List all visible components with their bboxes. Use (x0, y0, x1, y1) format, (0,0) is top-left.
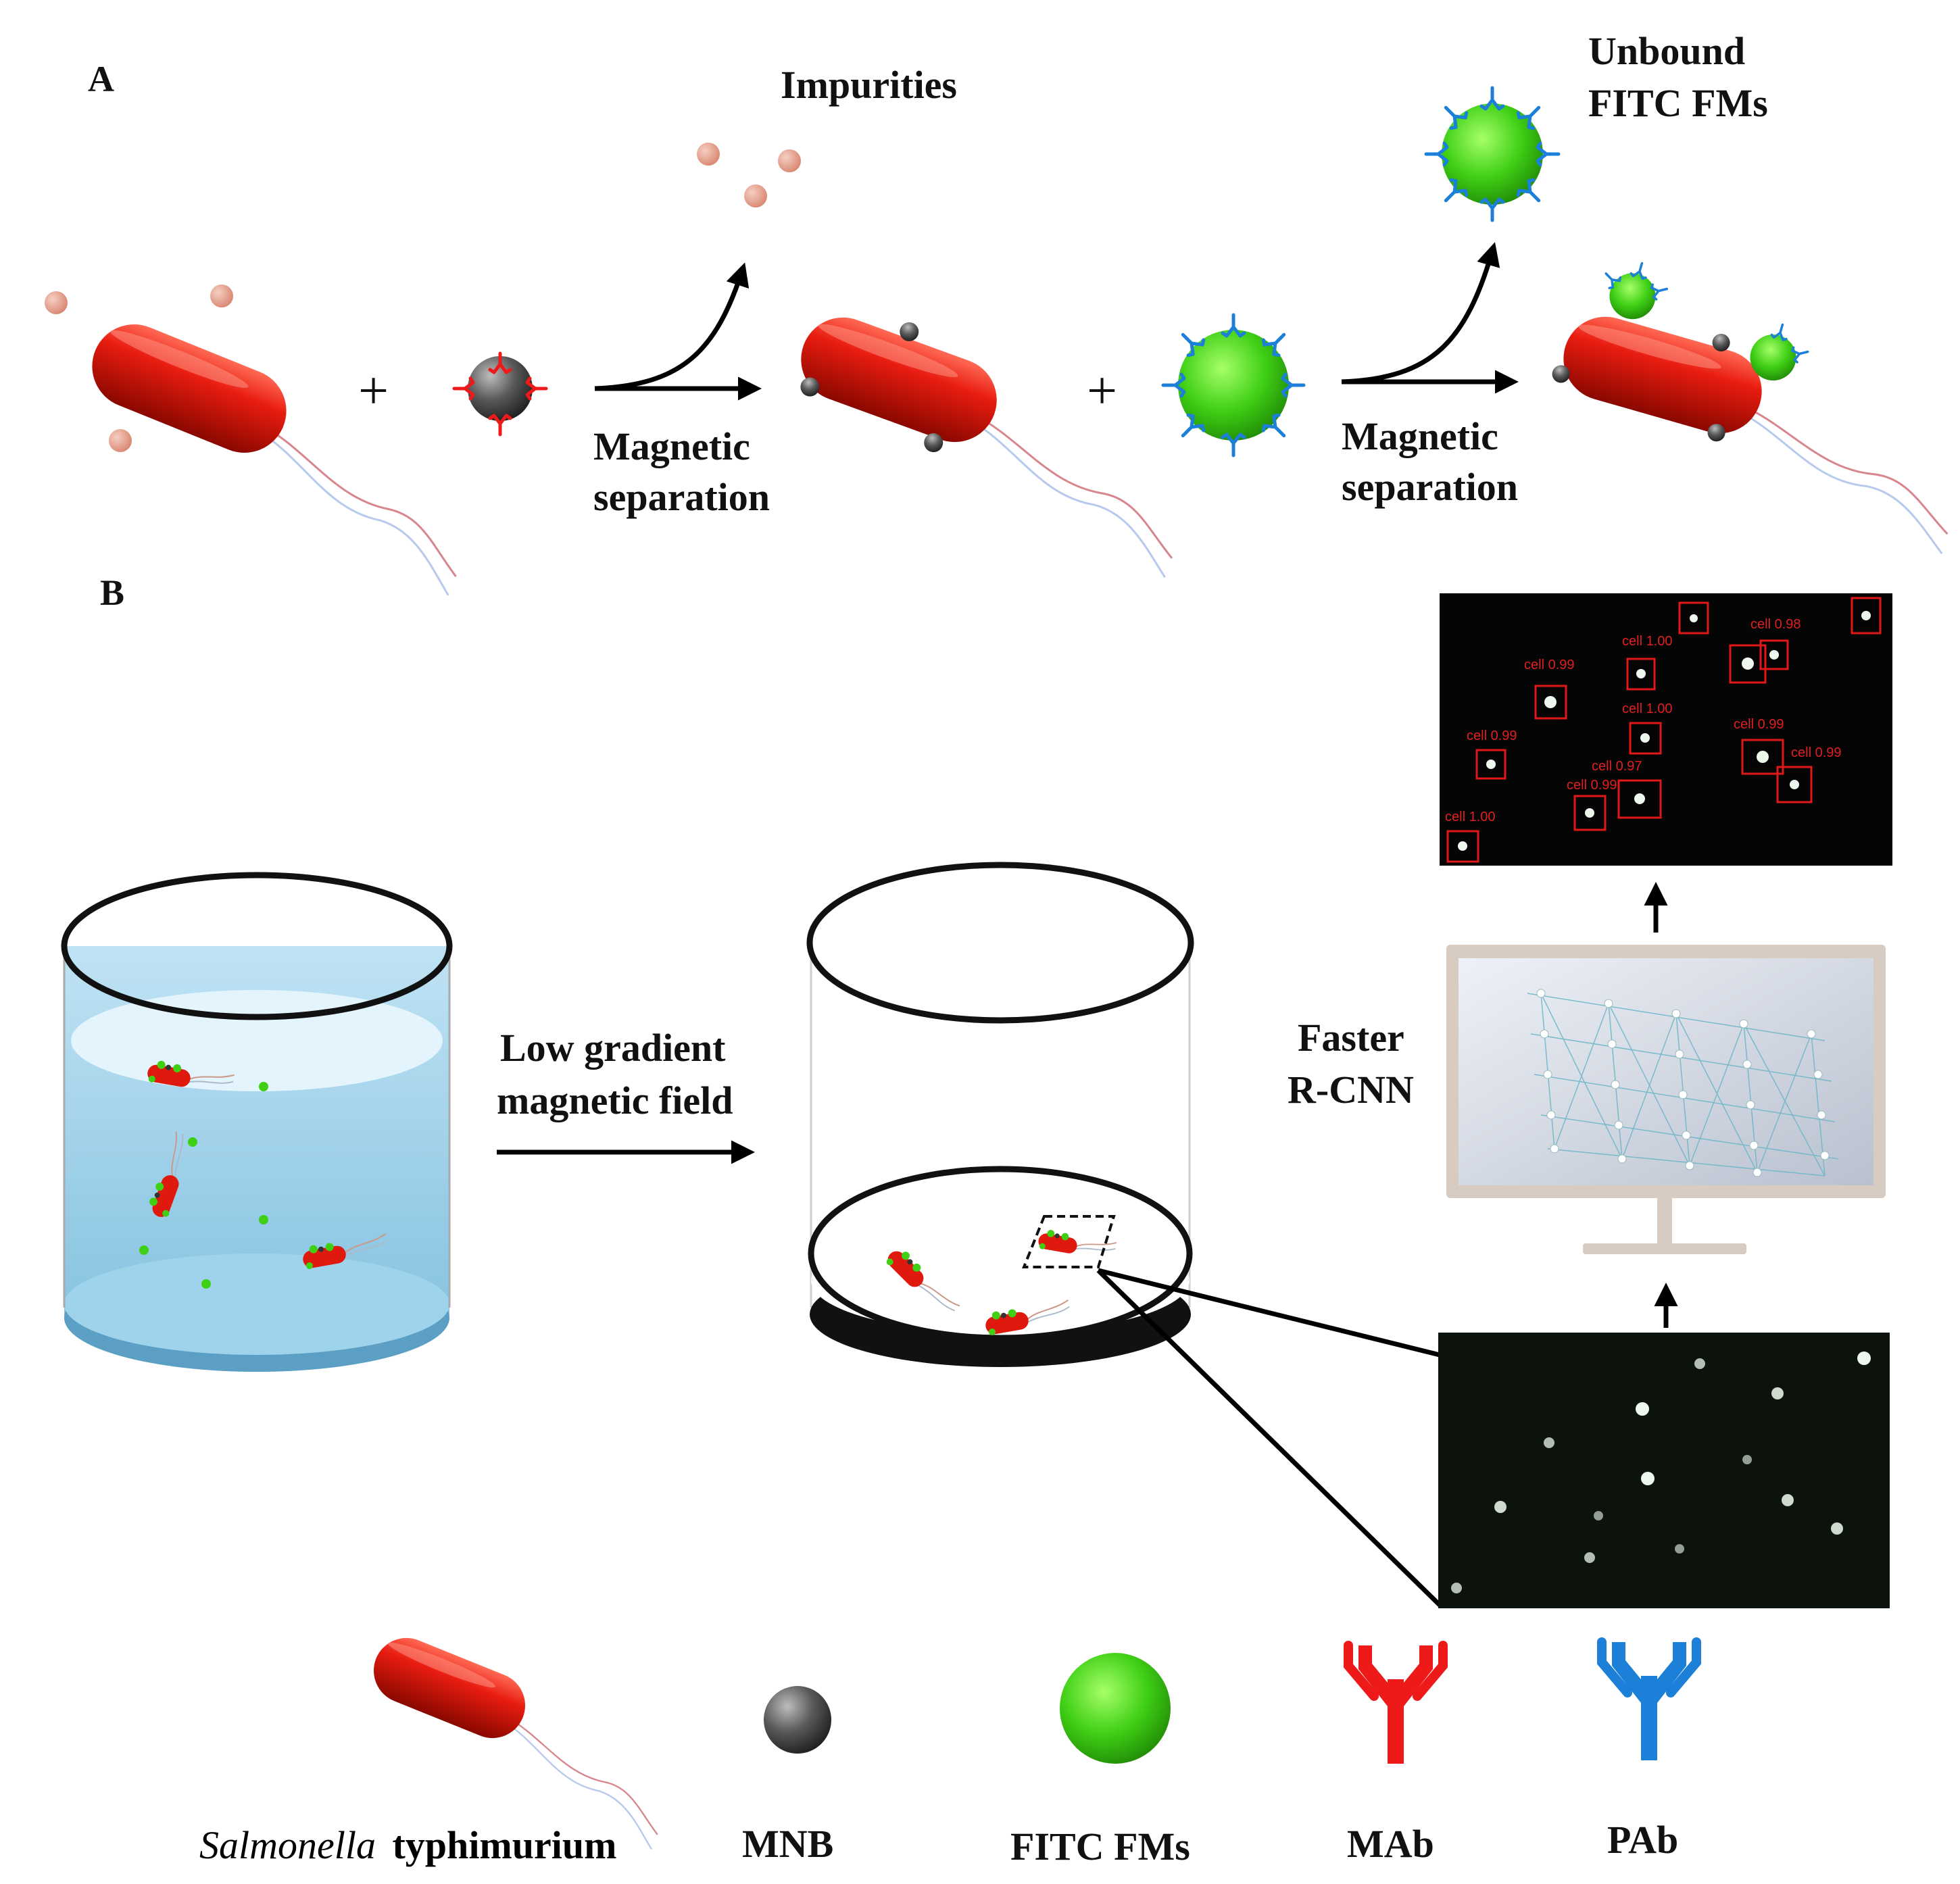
detection-label-8: cell 0.99 (1791, 745, 1842, 760)
detection-result-image: cell 0.99 cell 1.00 cell 0.98 cell 0.99 … (1440, 593, 1892, 866)
detection-boxes (1446, 597, 1882, 863)
impurity-particles-removed (697, 143, 801, 207)
detection-label-1: cell 0.99 (1524, 658, 1575, 672)
panel-b-label: B (100, 572, 124, 613)
cnn-label-line2: R-CNN (1288, 1068, 1414, 1112)
fitc-fm-with-pab (1163, 315, 1304, 455)
cnn-label-line1: Faster (1298, 1016, 1404, 1060)
separation-label-2-line1: Magnetic (1342, 414, 1498, 458)
detection-label-6: cell 0.99 (1734, 717, 1784, 732)
detection-label-10: cell 1.00 (1445, 810, 1496, 824)
computer-monitor (1446, 945, 1886, 1254)
zoom-lines (1096, 1268, 1442, 1607)
separation-label-1-line2: separation (593, 475, 770, 519)
fluorescence-image (1438, 1333, 1890, 1608)
legend-mab-label: MAb (1347, 1822, 1434, 1866)
legend-pab-label: PAb (1607, 1818, 1678, 1862)
impurities-label: Impurities (781, 63, 957, 107)
separation-label-2-line2: separation (1342, 465, 1518, 509)
detection-label-7: cell 0.97 (1592, 759, 1642, 774)
legend-salmonella-rest: typhimurium (392, 1823, 616, 1867)
separation-label-1-line1: Magnetic (593, 424, 750, 468)
bacterium-mnb-complex (770, 304, 1213, 578)
detection-label-9: cell 0.99 (1567, 778, 1617, 793)
detection-label-5: cell 1.00 (1622, 701, 1673, 716)
impurity-particles-start (45, 284, 233, 452)
legend-salmonella-italic: Salmonella (199, 1823, 376, 1867)
unbound-label-line1: Unbound (1588, 29, 1745, 73)
legend-mnb-label: MNB (742, 1822, 833, 1866)
beaker-separated (806, 862, 1194, 1367)
detected-cells (1458, 611, 1871, 851)
legend-pab-icon (1597, 1637, 1701, 1760)
plus-sign-2: + (1087, 362, 1117, 421)
legend-mab-icon (1344, 1641, 1448, 1764)
legend-mnb-icon (764, 1686, 831, 1754)
legend-fitc-label: FITC FMs (1010, 1825, 1190, 1868)
unbound-label-line2: FITC FMs (1588, 81, 1768, 125)
beaker-with-sample (61, 872, 453, 1372)
separation-arrow-1 (594, 262, 762, 401)
legend-fitc-icon (1060, 1653, 1171, 1764)
salmonella-bacterium-1 (58, 310, 501, 597)
separation-arrow-2 (1341, 242, 1519, 394)
network-nodes (1536, 989, 1830, 1177)
panel-a-label: A (88, 59, 114, 99)
detection-label-4: cell 0.99 (1467, 728, 1517, 743)
bacterium-mnb-fm-complex (1538, 259, 1960, 555)
detection-label-3: cell 0.98 (1750, 617, 1801, 632)
field-label-line1: Low gradient (500, 1026, 726, 1070)
plus-sign-1: + (358, 362, 389, 421)
detection-label-2: cell 1.00 (1622, 634, 1673, 649)
mnb-with-mab (454, 353, 546, 435)
unbound-fitc-fm (1426, 88, 1559, 220)
legend-salmonella-label: Salmonella typhimurium (199, 1823, 616, 1867)
legend-salmonella-icon (347, 1627, 693, 1850)
field-label-line2: magnetic field (497, 1079, 733, 1122)
